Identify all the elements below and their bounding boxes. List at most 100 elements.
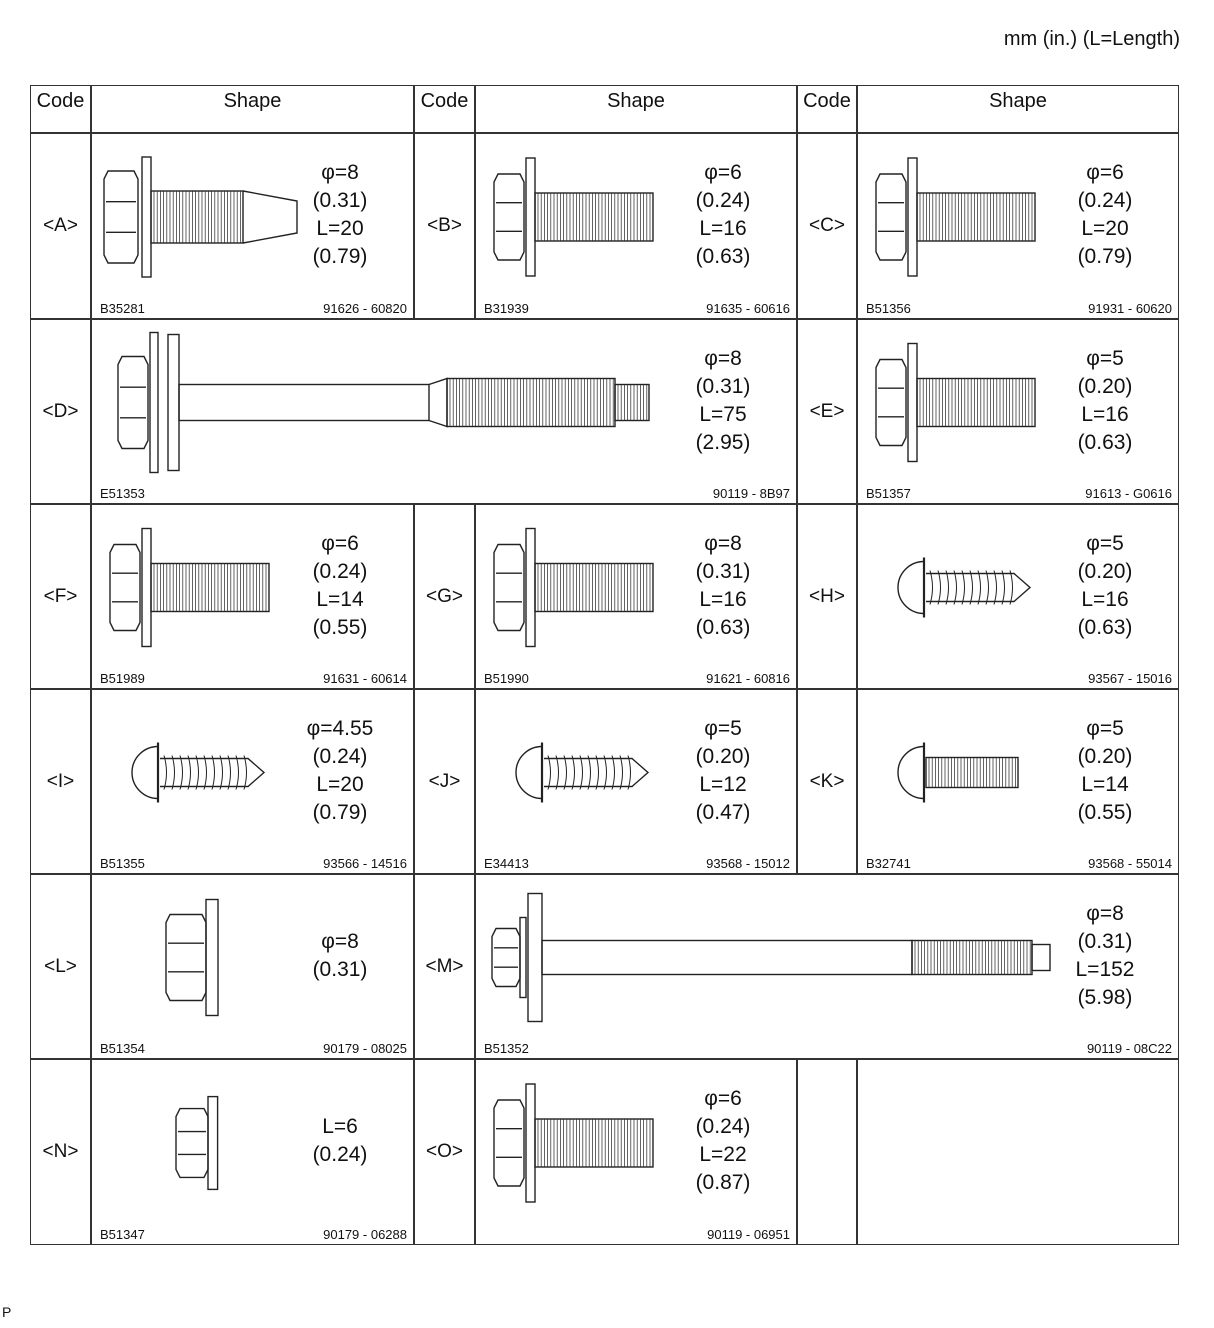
empty-code-cell: [797, 1059, 857, 1245]
long-shank-bolt-icon: [117, 331, 650, 474]
spec-line: L=12: [699, 772, 747, 796]
figure-id: B51352: [484, 1041, 529, 1056]
flange-bolt-icon: [109, 527, 270, 648]
spec-line: (0.31): [312, 957, 368, 981]
spec-line: (0.47): [695, 800, 751, 824]
spec-line: φ=6: [1086, 161, 1124, 184]
spec-values: φ=4.55 (0.24) L=20 (0.79): [295, 715, 385, 827]
part-number: 90179 - 06288: [323, 1227, 407, 1242]
shape-cell: φ=6(0.24)L=22(0.87)90119 - 06951: [475, 1059, 797, 1245]
figure-id: E34413: [484, 856, 529, 871]
spec-line: (0.24): [312, 1143, 368, 1166]
spec-line: L=6: [322, 1115, 358, 1138]
spec-values: φ=5(0.20)L=12(0.47): [678, 715, 768, 827]
figure-id: B51354: [100, 1041, 145, 1056]
spec-line: (0.79): [312, 800, 368, 824]
part-number: 90119 - 08C22: [1086, 1041, 1172, 1056]
spec-line: φ=4.55: [306, 716, 374, 740]
code-label: <M>: [425, 955, 464, 977]
spec-line: (0.20): [1077, 374, 1133, 398]
code-label: <A>: [43, 215, 78, 236]
spec-line: φ=8: [1086, 901, 1124, 925]
part-number: 93568 - 55014: [1088, 856, 1172, 871]
code-cell: <G>: [414, 504, 475, 689]
spec-line: L=22: [699, 1143, 747, 1166]
spec-line: (0.31): [695, 374, 751, 398]
flange-nut-icon: [165, 898, 219, 1017]
spec-values: φ=8(0.31)L=152(5.98): [1060, 900, 1150, 1012]
code-label: <I>: [46, 770, 75, 792]
spec-values: φ=6(0.24)L=20(0.79): [1060, 159, 1150, 271]
figure-id: B51989: [100, 671, 145, 686]
figure-id: B51355: [100, 856, 145, 871]
figure-id: E51353: [100, 486, 145, 501]
spec-line: φ=8: [704, 531, 742, 555]
part-number: 93568 - 15012: [706, 856, 790, 871]
part-number: 91635 - 60616: [706, 301, 790, 316]
spec-line: φ=6: [321, 531, 359, 555]
flange-bolt-icon: [875, 157, 1036, 277]
column-header-code: Code: [30, 85, 91, 133]
spec-line: (0.24): [312, 744, 368, 768]
flange-bolt-tapered-icon: [103, 156, 298, 278]
flange-bolt-icon: [493, 157, 654, 277]
code-cell: <D>: [30, 319, 91, 504]
column-header-shape: Shape: [91, 85, 414, 133]
column-header-shape: Shape: [857, 85, 1179, 133]
spec-line: (0.20): [1077, 744, 1133, 768]
figure-id: B31939: [484, 301, 529, 316]
part-number: 93566 - 14516: [323, 856, 407, 871]
flange-bolt-icon: [875, 342, 1036, 463]
spec-values: φ=8(0.31)L=20(0.79): [295, 159, 385, 271]
code-label: <L>: [44, 955, 77, 977]
figure-id: B35281: [100, 301, 145, 316]
pan-head-screw-icon: [897, 742, 1019, 803]
long-shank-bolt-icon: [491, 892, 1051, 1023]
figure-id: B51347: [100, 1227, 145, 1242]
flange-nut-icon: [175, 1095, 219, 1191]
spec-line: (0.63): [1077, 430, 1133, 454]
spec-line: (0.31): [695, 559, 751, 583]
spec-line: (0.63): [695, 615, 751, 639]
spec-line: φ=6: [704, 1087, 742, 1110]
spec-line: (0.63): [695, 245, 751, 268]
spec-values: φ=6(0.24)L=16(0.63): [678, 159, 768, 271]
spec-line: (2.95): [695, 430, 751, 454]
code-label: <K>: [809, 770, 845, 792]
spec-line: L=20: [316, 772, 364, 796]
spec-values: φ=8(0.31): [295, 928, 385, 984]
spec-line: L=16: [1081, 587, 1129, 611]
code-label: <B>: [427, 215, 462, 236]
spec-line: L=14: [316, 587, 364, 611]
shape-cell: φ=5(0.20)L=16(0.63)93567 - 15016: [857, 504, 1179, 689]
code-cell: <L>: [30, 874, 91, 1059]
part-number: 91621 - 60816: [706, 671, 790, 686]
part-number: 93567 - 15016: [1088, 671, 1172, 686]
spec-line: (0.31): [312, 189, 368, 212]
code-label: <F>: [43, 585, 78, 607]
spec-line: L=20: [1081, 217, 1129, 240]
code-cell: <K>: [797, 689, 857, 874]
part-number: 91626 - 60820: [323, 301, 407, 316]
code-cell: <F>: [30, 504, 91, 689]
spec-line: L=14: [1081, 772, 1129, 796]
spec-line: φ=5: [1086, 346, 1124, 370]
figure-id: B51357: [866, 486, 911, 501]
column-header-code: Code: [797, 85, 857, 133]
code-cell: <I>: [30, 689, 91, 874]
shape-cell: φ=6(0.24)L=16(0.63) B31939 91635 - 60616: [475, 133, 797, 319]
code-label: <G>: [426, 585, 463, 607]
spec-line: φ=5: [704, 716, 742, 740]
footer-mark: P: [2, 1304, 12, 1320]
code-cell: <C>: [797, 133, 857, 319]
spec-values: φ=8(0.31)L=16(0.63): [678, 530, 768, 642]
code-label: <O>: [426, 1141, 463, 1162]
flange-bolt-icon: [493, 1083, 654, 1203]
figure-id: B32741: [866, 856, 911, 871]
